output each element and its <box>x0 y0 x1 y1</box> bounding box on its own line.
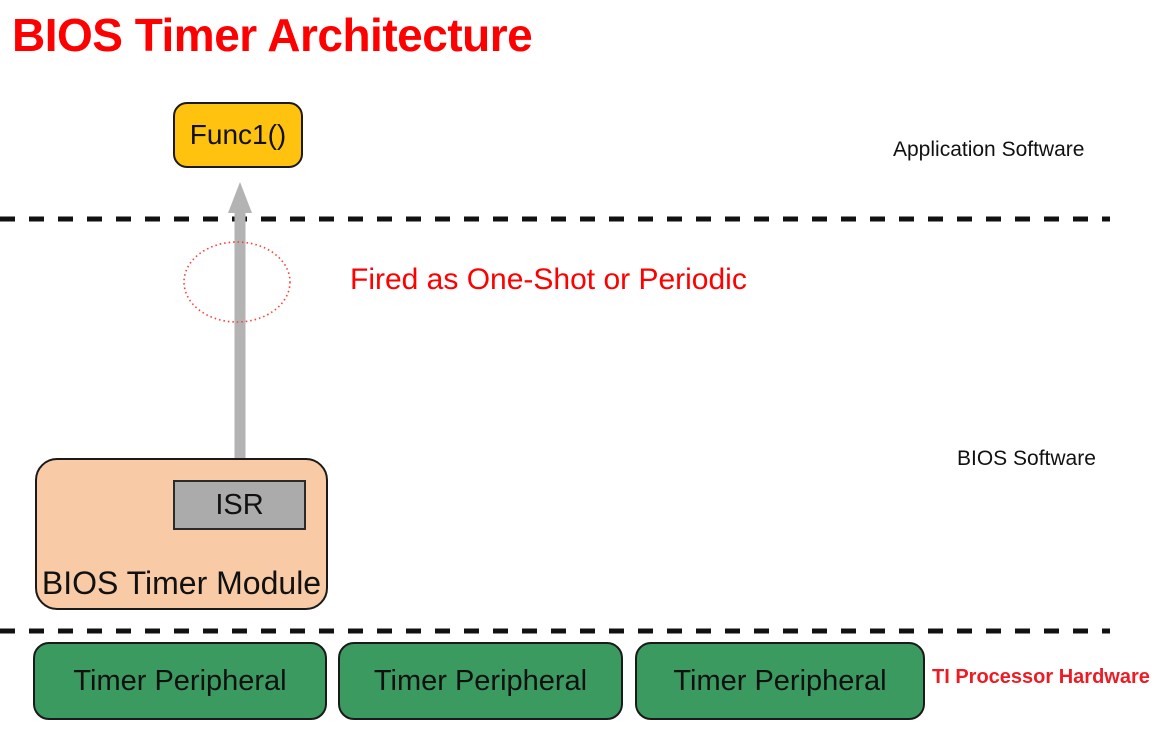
node-timer-peripheral-3-label: Timer Peripheral <box>673 664 887 697</box>
isr-to-func1-arrow <box>228 182 252 482</box>
layer-label-application-software: Application Software <box>893 138 1085 161</box>
node-timer-peripheral-1: Timer Peripheral <box>33 642 327 720</box>
node-timer-peripheral-1-label: Timer Peripheral <box>73 664 287 697</box>
node-func1-label: Func1() <box>189 119 287 150</box>
node-isr: ISR <box>173 480 306 530</box>
layer-label-bios-software: BIOS Software <box>957 447 1096 470</box>
node-timer-peripheral-3: Timer Peripheral <box>635 642 925 720</box>
fired-annotation: Fired as One-Shot or Periodic <box>350 263 747 296</box>
node-isr-label: ISR <box>215 488 264 521</box>
node-func1: Func1() <box>173 102 303 168</box>
highlight-ellipse <box>183 241 291 323</box>
node-timer-peripheral-2: Timer Peripheral <box>338 642 623 720</box>
layer-label-ti-processor-hardware: TI Processor Hardware <box>932 666 1150 688</box>
node-bios-timer-module-label: BIOS Timer Module <box>41 565 322 601</box>
node-timer-peripheral-2-label: Timer Peripheral <box>373 664 588 697</box>
page-title: BIOS Timer Architecture <box>12 9 533 61</box>
